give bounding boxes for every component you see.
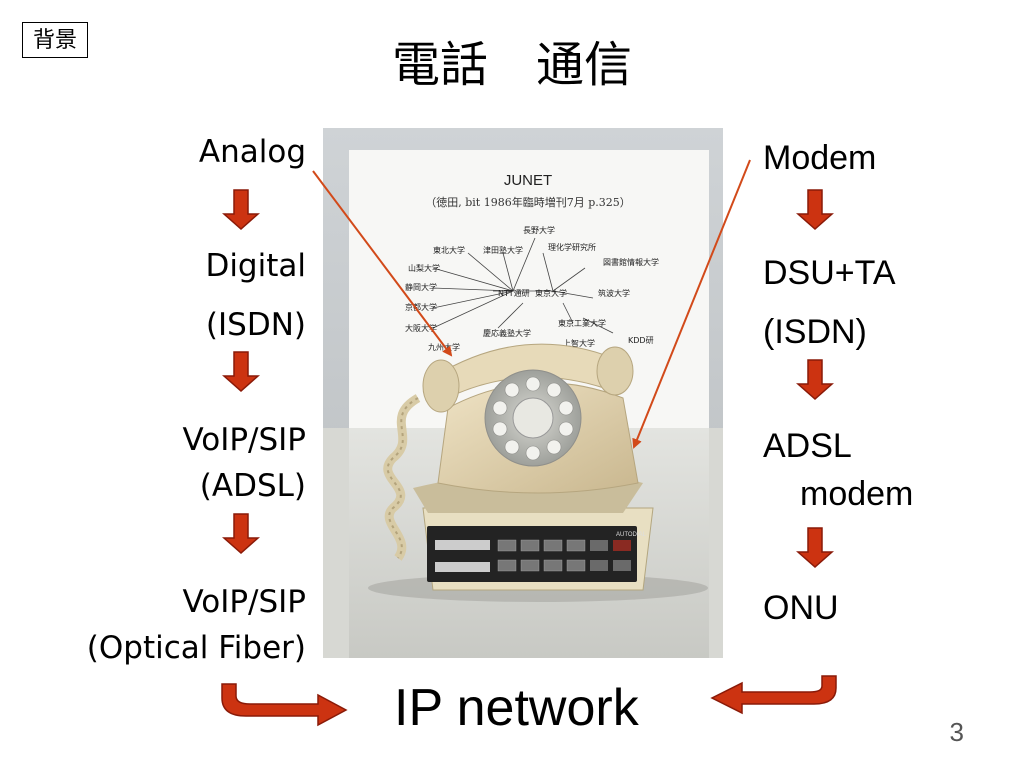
left-step-analog: Analog <box>198 134 306 170</box>
node-3: 理化学研究所 <box>548 242 596 252</box>
down-arrow-left-1 <box>222 189 260 231</box>
left-step-isdn: (ISDN) <box>205 307 306 343</box>
node-2: 津田塾大学 <box>483 245 523 255</box>
center-node: 東京大学 <box>535 288 567 298</box>
pointer-analog <box>312 170 453 357</box>
node-11: 慶応義塾大学 <box>483 328 531 338</box>
curved-arrow-right <box>710 675 837 715</box>
right-step-adsl-modem: modem <box>800 475 914 513</box>
node-0: 長野大学 <box>523 225 555 235</box>
down-arrow-left-3 <box>222 513 260 555</box>
down-arrow-right-3 <box>796 527 834 569</box>
node-7: 京都大学 <box>405 302 437 312</box>
down-arrow-right-1 <box>796 189 834 231</box>
device-label: AUTODIAL <box>616 532 647 538</box>
node-10: 筑波大学 <box>598 288 630 298</box>
left-step-voip-1: VoIP/SIP <box>182 422 306 458</box>
node-4: 図書館情報大学 <box>603 257 659 267</box>
node-13: 上智大学 <box>563 338 595 348</box>
junet-title: JUNET <box>504 172 552 189</box>
right-step-onu: ONU <box>763 589 839 627</box>
down-arrow-right-2 <box>796 359 834 401</box>
page-number: 3 <box>949 717 964 747</box>
left-step-optical: (Optical Fiber) <box>86 630 306 666</box>
node-12: 東京工業大学 <box>558 318 606 328</box>
down-arrow-left-2 <box>222 351 260 393</box>
node-6: 静岡大学 <box>405 282 437 292</box>
right-step-modem: Modem <box>763 139 877 177</box>
node-5: 山梨大学 <box>408 263 440 273</box>
node-14: KDD研 <box>628 336 654 345</box>
left-step-voip-2: VoIP/SIP <box>182 584 306 620</box>
curved-arrow-left <box>221 683 348 727</box>
node-1: 東北大学 <box>433 245 465 255</box>
junet-subtitle: （徳田, bit 1986年臨時増刊7月 p.325） <box>425 195 631 209</box>
right-step-adsl: ADSL <box>763 427 852 465</box>
pointer-modem <box>632 159 751 449</box>
right-step-isdn: (ISDN) <box>763 313 867 351</box>
node-8: 大阪大学 <box>405 323 437 333</box>
hub-node: NTT通研 <box>498 288 530 298</box>
section-tag: 背景 <box>22 22 89 58</box>
ip-network-label: IP network <box>394 679 639 737</box>
left-step-adsl: (ADSL) <box>199 468 306 504</box>
right-step-dsu-ta: DSU+TA <box>763 254 896 292</box>
left-step-digital: Digital <box>205 248 306 284</box>
slide-title: 電話 通信 <box>391 39 632 92</box>
